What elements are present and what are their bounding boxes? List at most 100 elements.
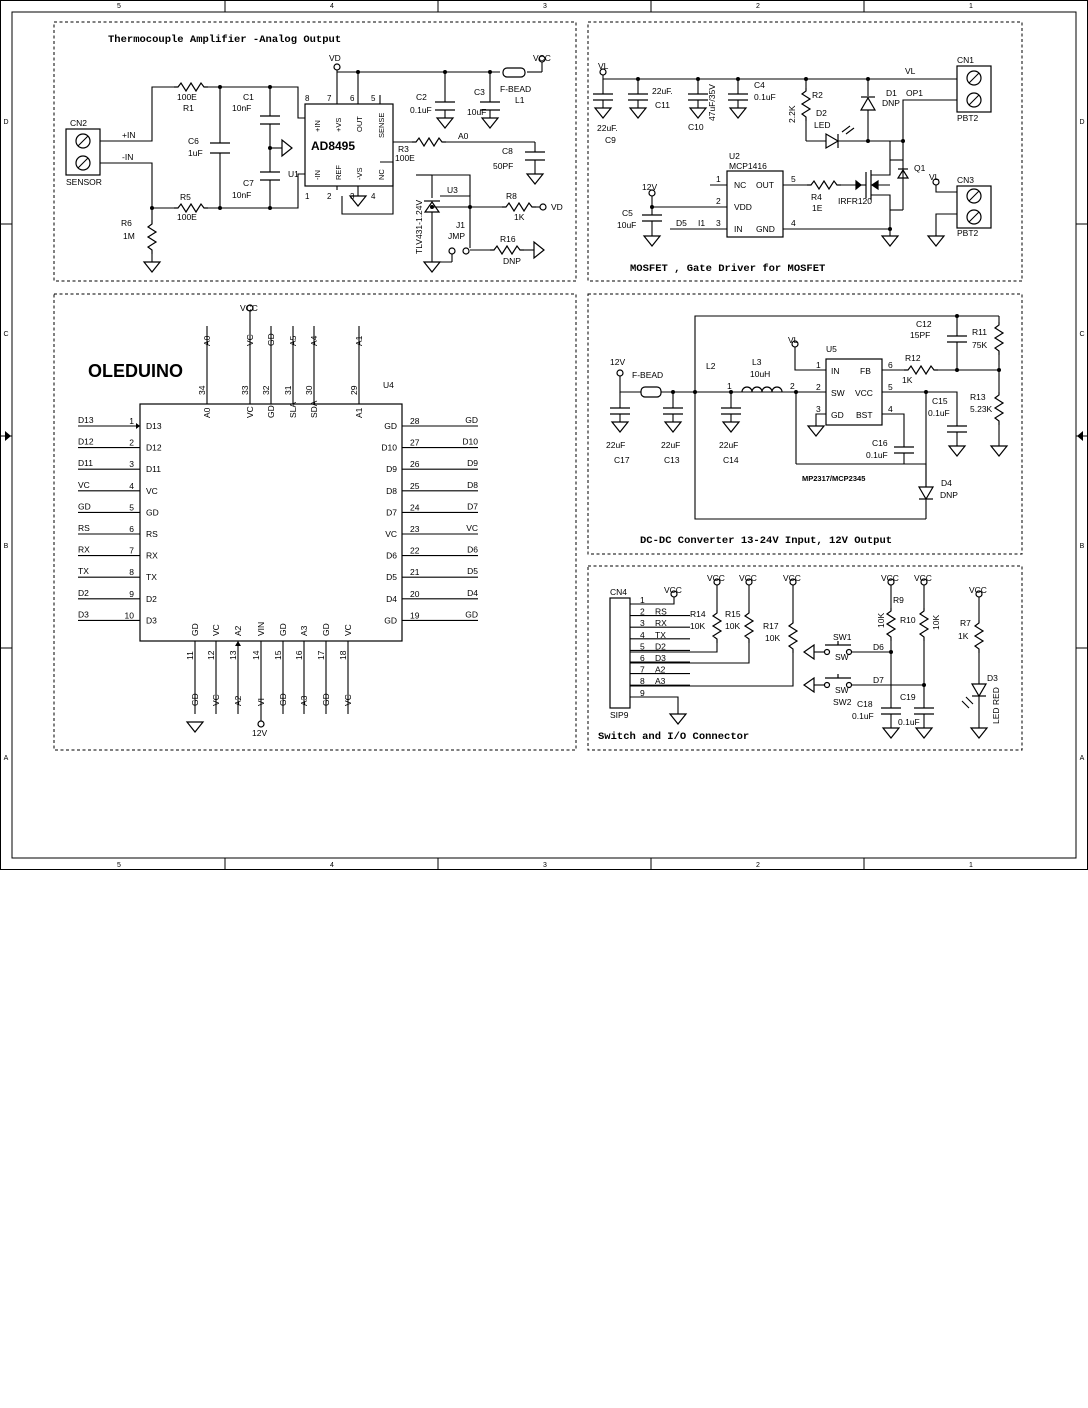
q1-ref: Q1 [914,163,926,173]
c19-ref: C19 [900,692,916,702]
i1-net: I1 [698,218,705,228]
u2-ref: U2 [729,151,740,161]
op1-net: OP1 [906,88,923,98]
pin-net: D2 [78,588,89,598]
svg-text:-VS: -VS [355,167,364,180]
ground-symbol [185,721,205,733]
c2-value: 0.1uF [410,105,432,115]
c13-ref: C13 [664,455,680,465]
oleduino-title: OLEDUINO [88,361,183,381]
pin-label: GD [384,615,397,625]
pin-pos-label: +IN [122,130,135,140]
d3-ref: D3 [987,673,998,683]
c13-value: 22uF [661,440,680,450]
svg-text:VCC: VCC [855,388,873,398]
pin-net: A2 [655,665,666,675]
u3-ref: U3 [447,185,458,195]
l3-value: 10uH [750,369,770,379]
r10-ref: R10 [900,615,916,625]
pin-net: D13 [78,415,94,425]
pin-number: 9 [129,589,134,599]
pin-label: VC [211,624,221,636]
row-label: A [1080,755,1085,762]
pin-number: 1 [640,595,645,605]
pin-number: 3 [129,459,134,469]
vl-label: VL [598,61,609,71]
col-label: 2 [756,862,760,869]
r9-value: 10K [876,613,886,628]
vcc-label: VCC [707,573,725,583]
vd-right: VD [551,202,563,212]
pin-net: A3 [655,676,666,686]
svg-text:+IN: +IN [313,120,322,132]
pin-label: RS [146,529,158,539]
svg-text:6: 6 [888,360,893,370]
pin-number: 19 [410,610,420,620]
svg-text:6: 6 [350,94,355,103]
pin-net: VC [211,694,221,706]
c2-ref: C2 [416,92,427,102]
svg-text:NC: NC [734,180,746,190]
c11-ref: C11 [655,100,670,110]
pin-number: 27 [410,438,420,448]
d3-value: LED RED [991,687,1001,724]
pin-net: GD [266,333,276,346]
u1-ad8495-body [304,103,394,187]
pin-net: GD [321,693,331,706]
svg-text:IN: IN [734,224,743,234]
row-label: D [1079,119,1084,126]
pin-number: 8 [129,567,134,577]
pin-net: VC [245,334,255,346]
pin-net: GD [278,693,288,706]
row-label: B [1080,543,1085,550]
mosfet-section: MOSFET , Gate Driver for MOSFET VL 22uF.… [593,55,992,275]
r17-ref: R17 [763,621,779,631]
u2-name: MCP1416 [729,161,767,171]
r13-ref: R13 [970,392,986,402]
r1-value: 100E [177,92,197,102]
pin-label: D12 [146,443,162,453]
r7-value: 1K [958,631,969,641]
svg-text:SW: SW [831,388,845,398]
pin-net: D4 [467,588,478,598]
c5-value: 10uF [617,220,636,230]
svg-text:BST: BST [856,410,873,420]
svg-text:2: 2 [816,382,821,392]
l1-type: F-BEAD [500,84,531,94]
c14-ref: C14 [723,455,739,465]
c8-ref: C8 [502,146,513,156]
v12-label: 12V [642,182,657,192]
svg-text:VDD: VDD [734,202,752,212]
r4-value: 1E [812,203,823,213]
section-dcdc-box [587,293,1023,555]
u5-part: MP2317/MCP2345 [802,474,865,483]
svg-text:REF: REF [334,165,343,180]
d2-ref: D2 [816,108,827,118]
vcc-label: VCC [533,53,551,63]
pin-net: A3 [299,695,309,706]
pin-number: 1 [129,416,134,426]
pin-number: 5 [640,641,645,651]
vcc-label: VCC [783,573,801,583]
pin-net: A5 [288,335,298,346]
v12-bottom: 12V [252,728,267,738]
svg-text:OUT: OUT [756,180,774,190]
c15-value: 0.1uF [928,408,950,418]
pin-net: RS [78,523,90,533]
svg-text:4: 4 [791,218,796,228]
pin-label: VIN [256,622,266,636]
d1-value: DNP [882,98,900,108]
pin-label: D6 [386,551,397,561]
pin-label: D8 [386,486,397,496]
pin-label: VC [385,529,397,539]
pin-label: GD [321,623,331,636]
pin-net: A4 [309,335,319,346]
pin-net: D10 [462,437,478,447]
d6-net: D6 [873,642,884,652]
pin-net: D3 [655,653,666,663]
sw1-ref: SW1 [833,632,852,642]
j1-ref: J1 [456,220,465,230]
c10-ref: C10 [688,122,704,132]
